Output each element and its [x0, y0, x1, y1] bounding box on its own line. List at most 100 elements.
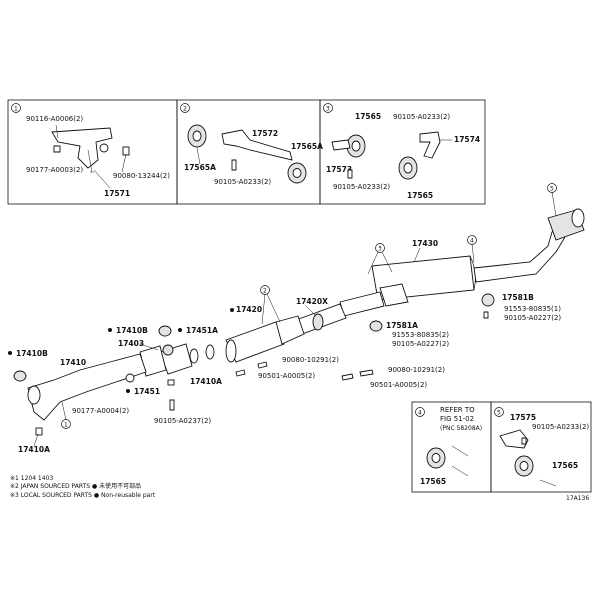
label-90105-A0227-a: 90105-A0227(2): [504, 314, 561, 322]
bolt-icon: [169, 399, 175, 411]
gasket-17451: [125, 373, 135, 383]
bracket-17571: [51, 127, 113, 169]
nut-17410A-bottom: [35, 427, 43, 436]
converter-outlet: [275, 315, 305, 345]
marker-1-number: 1: [64, 422, 68, 429]
clamp-17451A: [162, 344, 174, 356]
inset-3-label-17565-bottom: 17565: [407, 191, 433, 200]
bracket-nut: [122, 146, 130, 156]
inset-1: 1 90116-A0006(2) 90177-A0003(2) 90080-13…: [7, 99, 178, 205]
label-91553-1: 91553-80835(1): [504, 305, 561, 313]
nut-17410A: [167, 379, 175, 386]
inset-4-badge: [415, 407, 425, 417]
gasket-17420X: [312, 313, 324, 331]
gasket-ring-2: [189, 348, 199, 364]
gasket-ring: [205, 344, 215, 360]
inset-2-label-17572: 17572: [252, 129, 278, 138]
inset-1-badge: [11, 103, 21, 113]
bolt-icon: [359, 369, 374, 377]
label-17403: 17403: [118, 339, 144, 348]
label-90080-10291-b: 90080-10291(2): [388, 366, 445, 374]
bolt-icon: [53, 145, 61, 153]
inset-3-number: 3: [326, 106, 330, 113]
label-17410B-left: 17410B: [16, 349, 48, 358]
muffler-assembly: [339, 208, 585, 317]
label-17581A: 17581A: [386, 321, 418, 330]
inset-5-number: 5: [497, 410, 501, 417]
bolt-icon: [231, 159, 237, 171]
label-91553-2: 91553-80835(2): [392, 331, 449, 339]
inset-3-badge: [323, 103, 333, 113]
center-pipe: [339, 291, 385, 317]
nut-icon: [235, 369, 246, 377]
gasket-17410B-top: [158, 325, 172, 337]
label-90105-A0227-b: 90105-A0227(2): [392, 340, 449, 348]
label-17420: 17420: [236, 305, 262, 314]
bolt-icon: [347, 169, 353, 179]
inset-3-label-17565-top: 17565: [355, 112, 381, 121]
front-pipe-assembly: [13, 303, 347, 436]
inset-3-label-17573: 17573: [326, 165, 352, 174]
inset-2-badge: [180, 103, 190, 113]
bolt-icon: [257, 361, 268, 369]
inset-1-label-90080: 90080-13244(2): [113, 172, 170, 180]
inset-4: 4 REFER TO FIG 51-02 (PNC 58208A) 17565: [411, 401, 492, 493]
bracket-17574: [419, 131, 441, 159]
inset-4-number: 4: [418, 410, 422, 417]
hanger-17581B: [481, 293, 495, 307]
label-90080-10291-a: 90080-10291(2): [282, 356, 339, 364]
label-90105-A0237: 90105-A0237(2): [154, 417, 211, 425]
bolt-icon: [483, 311, 489, 319]
inset-3-label-90105-top: 90105-A0233(2): [393, 113, 450, 121]
inset-4-refer-line2: FIG 51-02: [440, 415, 474, 423]
label-17410A-bottom: 17410A: [18, 445, 50, 454]
muffler-flange: [379, 283, 409, 307]
inset-4-label-17565: 17565: [420, 477, 446, 486]
legend-line-3: ※3 LOCAL SOURCED PARTS ● Non-reusable pa…: [10, 492, 156, 499]
inset-5-label-17575: 17575: [510, 413, 536, 422]
label-17451A: 17451A: [186, 326, 218, 335]
hanger-rod-17573: [331, 139, 351, 151]
label-90501-A0005-b: 90501-A0005(2): [370, 381, 427, 389]
inset-1-label-90177: 90177-A0003(2): [26, 166, 83, 174]
marker-4-number: 4: [470, 238, 474, 245]
inset-5-label-90105: 90105-A0233(2): [532, 423, 589, 431]
bracket-bolt: [99, 143, 109, 153]
label-17410: 17410: [60, 358, 86, 367]
inset-2-label-90105: 90105-A0233(2): [214, 178, 271, 186]
inset-2-label-17565A-left: 17565A: [184, 163, 216, 172]
nut-icon: [341, 373, 354, 381]
inset-5-badge: [494, 407, 504, 417]
inset-4-refer-line3: (PNC 58208A): [440, 425, 482, 432]
label-17410B-center: 17410B: [116, 326, 148, 335]
inset-2: 2 17572 17565A 17565A 90105-A0233(2): [176, 99, 323, 205]
figure-id: 17A136: [566, 495, 589, 502]
inset-3: 3 17565 90105-A0233(2) 17574 17573 90105…: [319, 99, 486, 205]
label-17430: 17430: [412, 239, 438, 248]
marker-3: [375, 243, 385, 253]
legend-line-2: ※2 JAPAN SOURCED PARTS ● 未使用不可部品: [10, 482, 141, 490]
hanger-bracket-17572: [221, 129, 293, 161]
inset-5-label-17565: 17565: [552, 461, 578, 470]
marker-2-number: 2: [263, 288, 267, 295]
hanger-17581A: [369, 320, 383, 332]
bolt-icon: [521, 437, 527, 445]
inset-1-number: 1: [14, 106, 18, 113]
label-17581B: 17581B: [502, 293, 534, 302]
inset-4-refer-line1: REFER TO: [440, 406, 475, 414]
label-17451: 17451: [134, 387, 160, 396]
label-90501-A0005-a: 90501-A0005(2): [258, 372, 315, 380]
label-17420X: 17420X: [296, 297, 328, 306]
tail-tip-end: [571, 208, 585, 228]
inset-5: 5 17575 90105-A0233(2) 17565: [490, 401, 592, 493]
legend-line-1: ※1 1204 1403: [10, 475, 53, 482]
gasket-17410B-left: [13, 370, 27, 382]
inset-1-label-90116: 90116-A0006(2): [26, 115, 83, 123]
inset-2-number: 2: [183, 106, 187, 113]
marker-3-number: 3: [378, 246, 382, 253]
marker-5-number: 5: [550, 186, 554, 193]
label-90177-A0004: 90177-A0004(2): [72, 407, 129, 415]
inset-3-label-17574: 17574: [454, 135, 480, 144]
inset-1-label-17571: 17571: [104, 189, 130, 198]
